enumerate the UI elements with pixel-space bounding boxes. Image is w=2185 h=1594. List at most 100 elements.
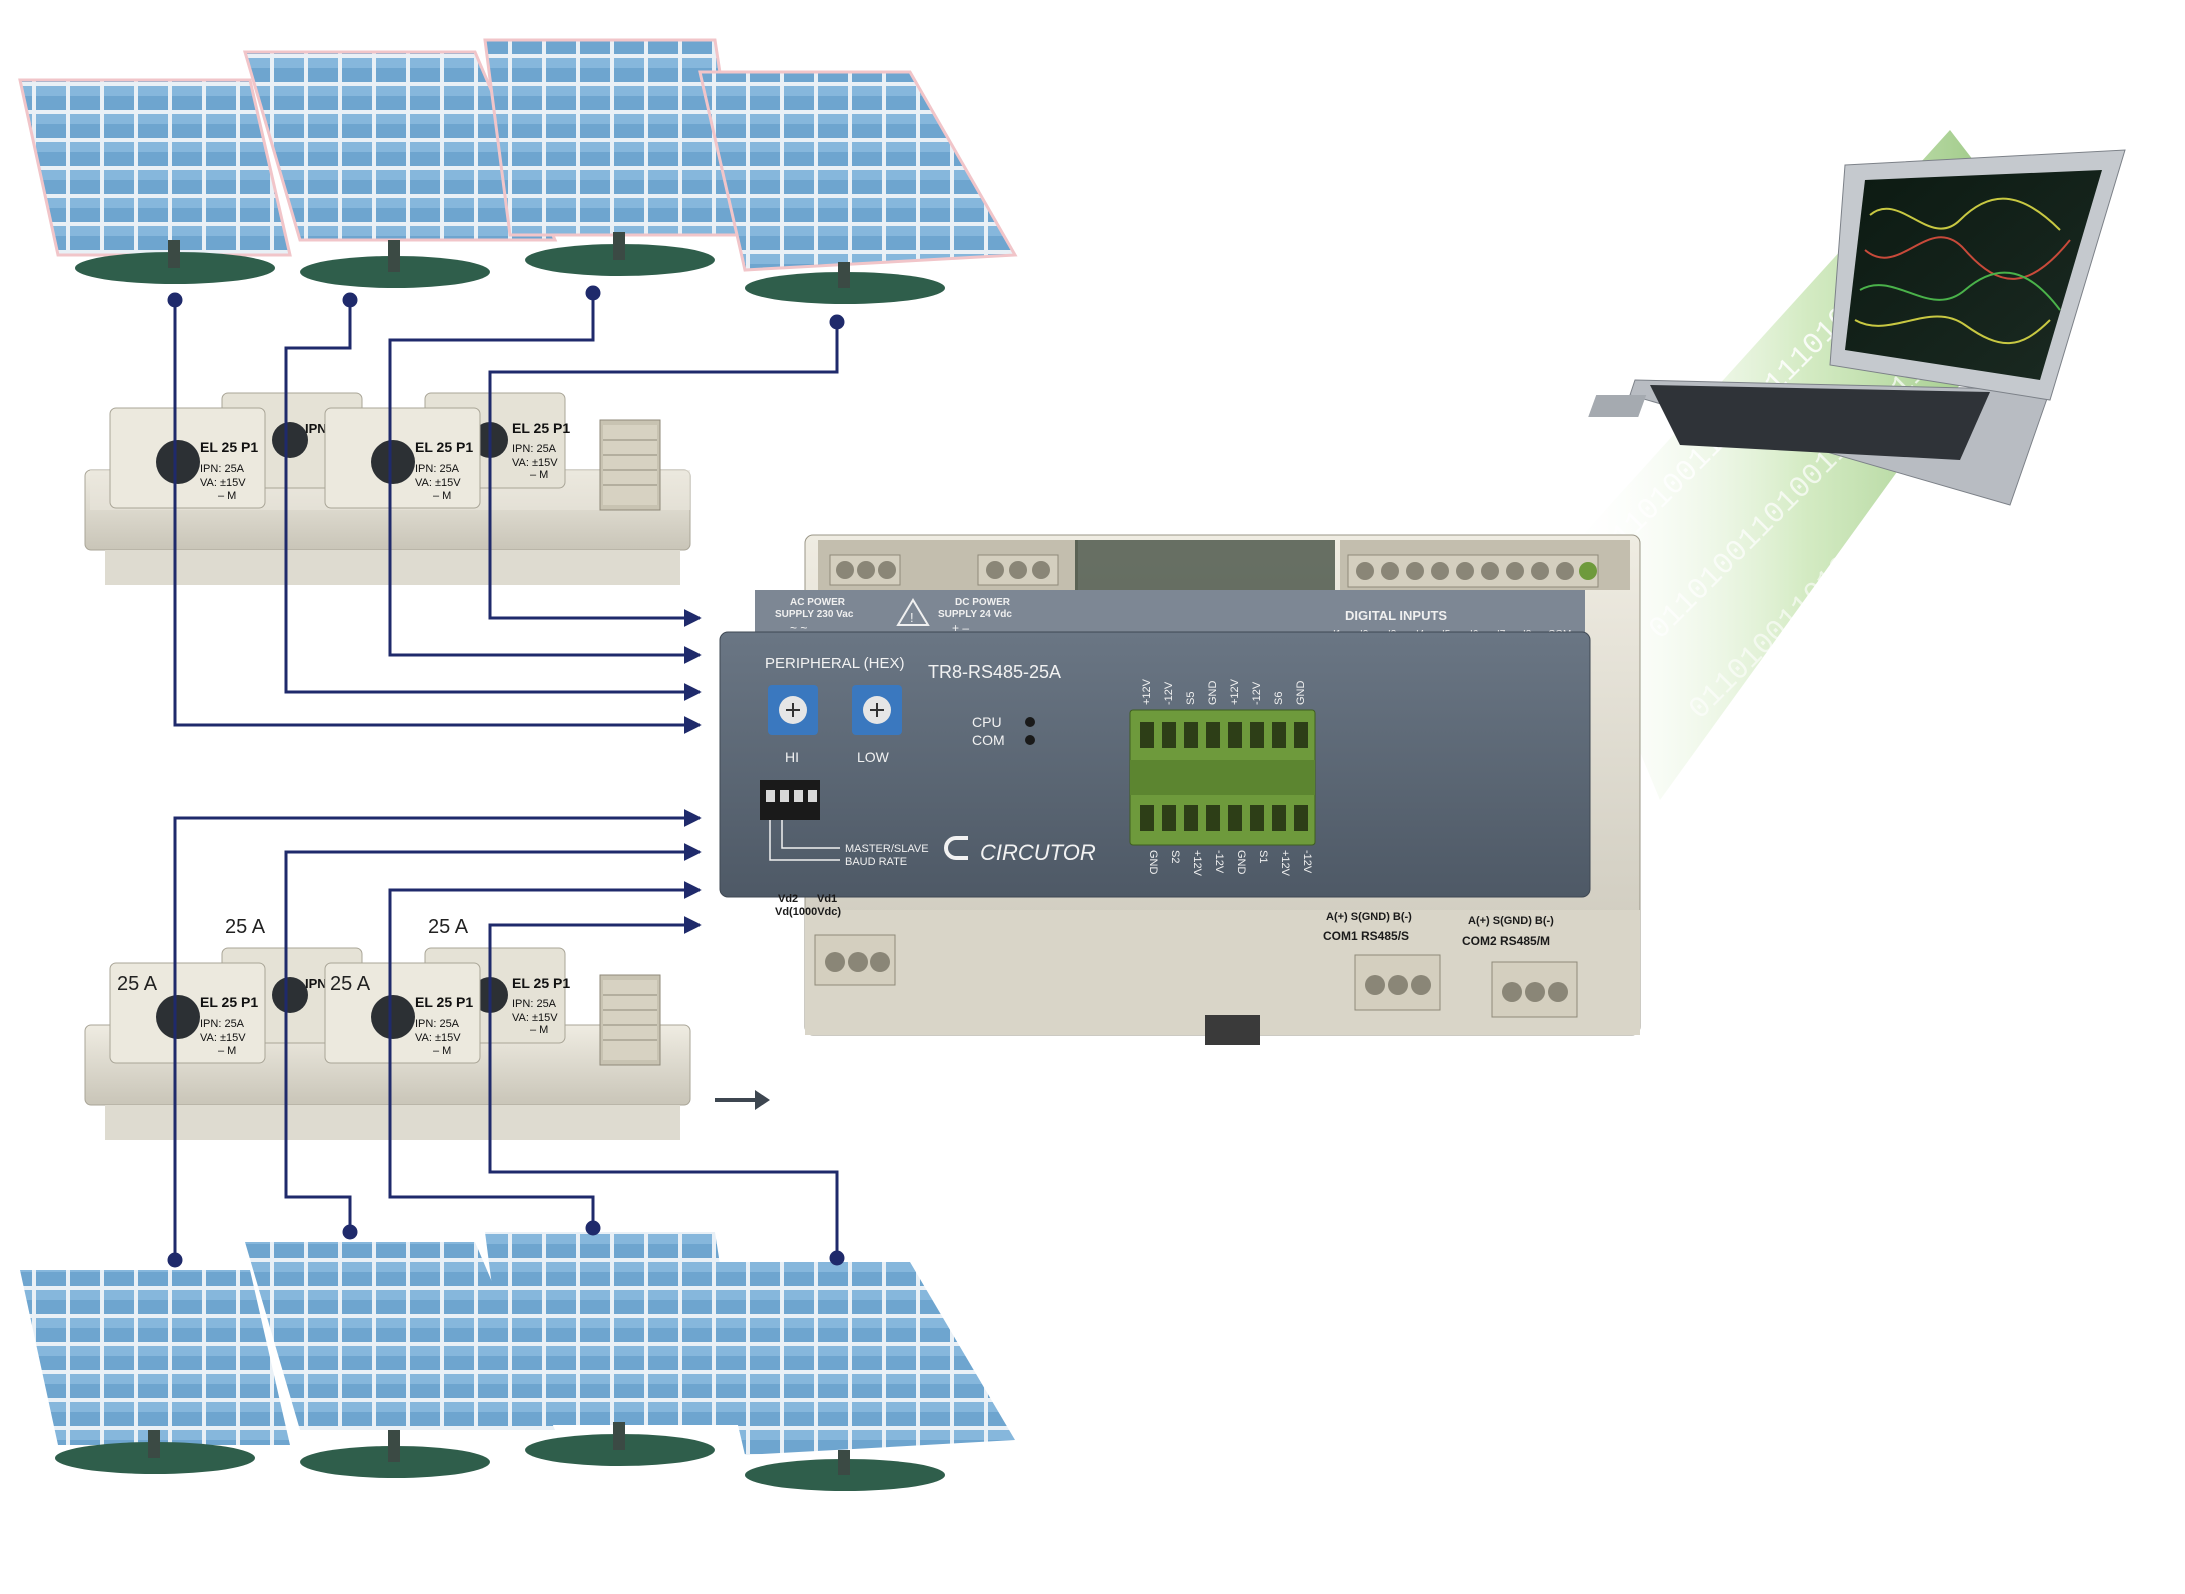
solar-panel (698, 70, 1018, 304)
svg-text:+12V: +12V (1279, 850, 1291, 877)
solar-panel (485, 1232, 745, 1466)
svg-text:GND: GND (1147, 850, 1159, 875)
ac-supply-label: SUPPLY 230 Vac (775, 609, 854, 620)
solar-panel (483, 38, 747, 276)
peripheral-label: PERIPHERAL (HEX) (765, 655, 904, 672)
svg-text:VA: ±15V: VA: ±15V (415, 1032, 461, 1044)
svg-text:VA: ±15V: VA: ±15V (512, 457, 558, 469)
svg-text:EL 25 P1: EL 25 P1 (415, 994, 473, 1010)
svg-text:VA: ±15V: VA: ±15V (200, 1032, 246, 1044)
solar-panel (700, 1262, 1015, 1491)
low-label: LOW (857, 749, 890, 765)
svg-text:+12V: +12V (1191, 850, 1203, 877)
circutor-logo: CIRCUTOR (944, 836, 1096, 865)
rating-label: 25 A (117, 973, 158, 995)
svg-text:VA: ±15V: VA: ±15V (512, 1012, 558, 1024)
sensor-board-top: IPN EL 25 P1 IPN: 25A VA: ±15V – M EL 25… (84, 392, 691, 585)
cpu-led (1025, 717, 1035, 727)
svg-text:VA: ±15V: VA: ±15V (200, 477, 246, 489)
svg-text:IPN: 25A: IPN: 25A (200, 463, 245, 475)
solar-panel (245, 1242, 555, 1478)
solar-panel (242, 50, 558, 288)
ac-power-label: AC POWER (790, 597, 846, 608)
top-pin-labels: +12V -12V S5 GND +12V -12V S6 GND (1141, 678, 1307, 705)
sensor-board-bottom: IPN EL 25 P1 IPN: 25A VA: ±15V – M EL 25… (84, 916, 691, 1140)
svg-text:EL 25 P1: EL 25 P1 (200, 439, 258, 455)
dc-supply-label: SUPPLY 24 Vdc (938, 609, 1012, 620)
cpu-label: CPU (972, 714, 1002, 730)
vd-terminal (814, 934, 896, 986)
rating-label: 25 A (428, 916, 469, 938)
terminal-block (603, 980, 657, 1060)
svg-text:+12V: +12V (1141, 678, 1153, 705)
svg-text:– M: – M (218, 1045, 236, 1057)
com2-terminal (1491, 961, 1578, 1018)
rotary-switch-low[interactable] (852, 685, 902, 735)
svg-text:-12V: -12V (1163, 681, 1175, 705)
svg-text:GND: GND (1235, 850, 1247, 875)
svg-text:-12V: -12V (1301, 850, 1313, 874)
svg-text:S2: S2 (1169, 850, 1181, 863)
svg-text:IPN: IPN (305, 421, 327, 436)
svg-text:S6: S6 (1273, 692, 1285, 705)
svg-text:-12V: -12V (1251, 681, 1263, 705)
svg-text:-12V: -12V (1213, 850, 1225, 874)
svg-text:– M: – M (433, 1045, 451, 1057)
com-label: COM (972, 732, 1005, 748)
svg-text:– M: – M (530, 1024, 548, 1036)
laptop (1588, 149, 2126, 506)
dc-power-label: DC POWER (955, 597, 1011, 608)
svg-text:IPN: 25A: IPN: 25A (415, 463, 460, 475)
svg-text:IPN: 25A: IPN: 25A (415, 1018, 460, 1030)
svg-text:EL 25 P1: EL 25 P1 (415, 439, 473, 455)
wiring-top (167, 285, 845, 734)
brand-label: CIRCUTOR (980, 840, 1096, 865)
current-sensor: EL 25 P1 IPN: 25A VA: ±15V – M (109, 407, 266, 509)
com1-label: COM1 RS485/S (1323, 929, 1409, 943)
digital-inputs-label: DIGITAL INPUTS (1345, 608, 1447, 623)
svg-text:EL 25 P1: EL 25 P1 (512, 975, 570, 991)
svg-text:IPN: 25A: IPN: 25A (512, 998, 557, 1010)
warning-icon: ! (896, 598, 930, 626)
com2-label: COM2 RS485/M (1462, 934, 1550, 948)
terminal-block (603, 425, 657, 505)
com1-terminal (1354, 954, 1441, 1011)
bottom-pin-labels: GND S2 +12V -12V GND S1 +12V -12V (1147, 850, 1313, 877)
sensor-connector (1129, 709, 1316, 846)
rating-label: 25 A (330, 973, 371, 995)
hi-label: HI (785, 749, 799, 765)
current-sensor: EL 25 P1 IPN: 25A VA: ±15V – M (109, 962, 266, 1064)
svg-text:IPN: 25A: IPN: 25A (512, 443, 557, 455)
com1-pins-label: A(+) S(GND) B(-) (1326, 911, 1412, 923)
svg-text:GND: GND (1295, 681, 1307, 706)
svg-text:– M: – M (218, 490, 236, 502)
solar-array-top (18, 38, 1018, 304)
svg-text:S1: S1 (1257, 850, 1269, 863)
com2-pins-label: A(+) S(GND) B(-) (1468, 915, 1554, 927)
vd1-label: Vd1 (817, 893, 837, 905)
svg-text:EL 25 P1: EL 25 P1 (512, 420, 570, 436)
arrow-right-icon (715, 1090, 770, 1110)
vd-voltage-label: Vd(1000Vdc) (775, 906, 841, 918)
solar-panel (18, 78, 292, 284)
model-label: TR8-RS485-25A (928, 662, 1061, 682)
laptop-screen (1845, 170, 2102, 380)
svg-text:EL 25 P1: EL 25 P1 (200, 994, 258, 1010)
solar-panel (20, 1270, 290, 1474)
com-led (1025, 735, 1035, 745)
vd2-label: Vd2 (778, 893, 798, 905)
svg-text:!: ! (910, 610, 914, 625)
rotary-switch-hi[interactable] (768, 685, 818, 735)
ac-power-terminal (829, 554, 901, 586)
dip-switch[interactable] (760, 780, 820, 820)
wiring-bottom (167, 809, 845, 1268)
master-slave-label: MASTER/SLAVE (845, 843, 929, 855)
current-sensor: EL 25 P1 IPN: 25A VA: ±15V – M (324, 407, 481, 509)
svg-text:IPN: IPN (305, 976, 327, 991)
svg-text:IPN: 25A: IPN: 25A (200, 1018, 245, 1030)
rating-label: 25 A (225, 916, 266, 938)
tr8-device: AC POWER SUPPLY 230 Vac ~ ~ ! DC POWER S… (719, 534, 1641, 1045)
current-sensor: EL 25 P1 IPN: 25A VA: ±15V – M (324, 962, 481, 1064)
svg-text:GND: GND (1207, 681, 1219, 706)
